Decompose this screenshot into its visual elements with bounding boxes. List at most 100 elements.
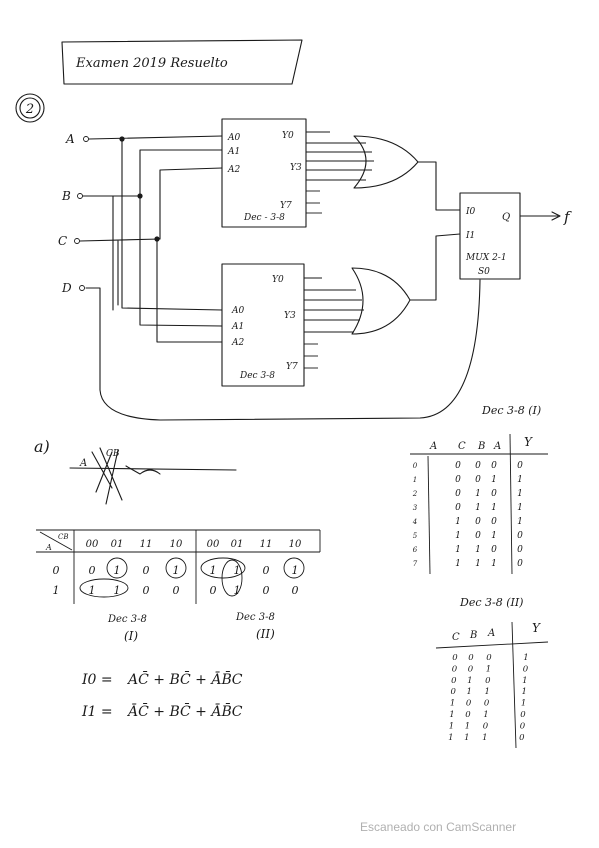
table2-h0: C [452,632,460,643]
kmap-cell: 0 [263,584,270,597]
table2-title: Dec 3-8 (II) [459,596,523,609]
table1-cell: 1 [517,475,523,485]
problem-number: 2 [15,93,45,123]
kmap-cell: 1 [114,584,121,597]
table2-cell: 1 [449,721,454,731]
table1-h0: A [429,441,437,452]
kmap-cell: 1 [210,564,217,577]
eq-i0-lhs: I0 = [81,672,113,688]
table1-title: Dec 3-8 (I) [481,404,541,417]
kmap-cell: 0 [143,564,150,577]
table1-cell: 0 [491,461,497,471]
table1-cell: 1 [413,476,417,484]
dec2-in2: A2 [231,338,244,348]
camscanner-watermark: Escaneado con CamScanner [360,820,517,834]
table1-cell: 0 [475,517,481,527]
table1-h2: B [477,441,485,452]
table1-cell: 1 [517,517,523,527]
dec1-y7: Y7 [280,201,292,211]
table1-h4: Y [524,435,533,449]
table1-cell: 3 [413,504,418,512]
circuit-diagram: A B C D A0 A1 A2 Y0 Y3 Y7 Dec - 3- [58,118,572,421]
table1-cell: 0 [475,461,481,471]
table1-h3: A [493,441,501,452]
table2-h1: B [469,630,477,641]
table2-cell: 0 [486,653,492,663]
dec1-in2: A2 [227,165,240,175]
table2-cell: 0 [450,687,456,697]
eq-i0-rhs: AC̄ + BC̄ + ĀB̄C [126,670,243,688]
kmap-col-header: 00 [207,539,220,550]
input-b-label: B [61,189,71,203]
kmap-row-label: 0 [53,564,60,577]
input-a-label: A [65,132,75,146]
table1-cell: 4 [412,518,417,526]
table1-cell: 1 [455,517,461,527]
table1-cell: 1 [455,545,461,555]
table2-cell: 1 [466,687,471,697]
table1-cell: 1 [475,559,481,569]
table1-cell: 1 [455,531,461,541]
kmap-cell: 1 [114,564,121,577]
table1-cell: 0 [475,531,481,541]
eq-i1-rhs: ĀC̄ + BC̄ + ĀB̄C [126,702,243,720]
table1-h1: C [458,441,466,452]
header-title: Examen 2019 Resuelto [75,56,228,71]
dec2-in1: A1 [231,322,244,332]
kmap-col-header: 01 [111,539,124,550]
table1-cell: 0 [455,475,461,485]
table1-cell: 1 [491,531,497,541]
kmap-cell: 0 [143,584,150,597]
input-d-label: D [61,281,72,295]
dec2-in0: A0 [231,306,244,316]
table2-cell: 0 [520,710,526,720]
table1-cell: 2 [412,490,418,498]
table1-cell: 6 [413,546,418,554]
table1-cell: 0 [491,517,497,527]
table2-cell: 0 [452,664,458,674]
table2-cell: 1 [449,710,454,720]
table1-cell: 0 [413,462,418,470]
table2-h3: Y [532,621,541,635]
table2-cell: 1 [522,676,527,686]
table1-cell: 5 [413,532,418,540]
kmap-col-header: 00 [86,539,99,550]
table2-cell: 0 [483,721,489,731]
table2-cell: 0 [466,699,472,709]
eq-i1-lhs: I1 = [81,704,113,720]
kmap-col-header: 11 [260,539,273,550]
table1-cell: 7 [413,560,418,568]
kmap-cell: 0 [263,564,270,577]
kmap-corner-cb: CB [58,533,69,541]
table1-cell: 1 [475,503,481,513]
kmap-cell: 1 [292,564,299,577]
kmap-col-header: 10 [289,539,302,550]
table1-cell: 1 [475,489,481,499]
table2-cell: 1 [448,733,453,743]
table2-cell: 1 [483,710,488,720]
table1-cell: 1 [455,559,461,569]
kmap-label-right: Dec 3-8 [235,612,275,623]
table1-cell: 0 [517,531,523,541]
or-gate-1 [353,135,419,189]
dec1-in1: A1 [227,147,240,157]
table2-cell: 0 [484,699,490,709]
decoder-1-box [221,118,307,228]
kmap-cell: 1 [234,564,241,577]
mux-box [459,192,521,280]
dec1-y3: Y3 [290,163,302,173]
kmap-cell: 1 [89,584,96,597]
dec2-label: Dec 3-8 [239,371,275,381]
kmap-col-header: 01 [231,539,244,550]
table2-cell: 0 [520,721,526,731]
table1-cell: 0 [455,503,461,513]
decoder-2-box [221,263,305,387]
dec2-y0: Y0 [272,275,284,285]
table2-h2: A [487,628,495,639]
dec1-in0: A0 [227,133,240,143]
dec2-y7: Y7 [286,362,298,372]
